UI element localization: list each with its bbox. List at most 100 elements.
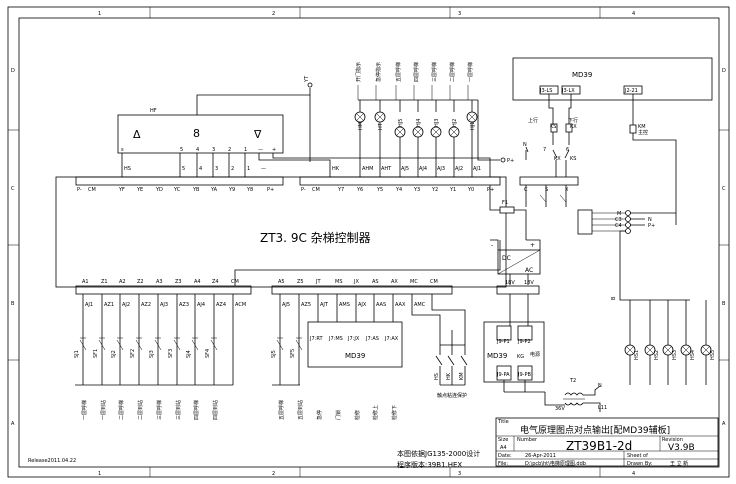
terminal-label: A4 [194,279,201,285]
terminal-label: Y3 [413,187,420,193]
terminal-label: YA [210,187,218,193]
terminal-label: Y2 [431,187,438,193]
terminal-label: P- [301,187,306,193]
converter-out [509,274,529,285]
vertical-label: 开门指示 [355,62,362,82]
md39-top-label: MD39 [572,71,592,79]
18v-wire [509,294,529,326]
wire-label: AJ1 [473,166,481,172]
terminal-label: Z1 [101,279,108,285]
f1-wire [489,185,500,211]
ac-out [503,380,545,393]
terminal-label: Y8 [246,187,253,193]
size-label: Size [498,437,508,443]
lamp-row [354,100,478,177]
f1-out [514,209,527,240]
down-wire [568,94,572,132]
terminal-label: Y7 [337,187,344,193]
contact-drop [555,160,567,177]
wire-label: 4 [199,166,202,172]
plus-label: + [530,242,535,249]
col-mark: 1 [98,471,101,477]
title-block [495,417,719,467]
row-mark: D [11,68,15,74]
kx-label: KX [570,124,577,130]
terminal-label: Y4 [395,187,402,193]
outer-frame [7,6,730,478]
vertical-label: 一层呼梯 [81,400,88,420]
top-terminal-labels-right: P- CM Y7 Y6 Y5 Y4 Y3 Y2 Y1 Y0 P+ [301,187,494,193]
row-mark: C [11,186,15,192]
wire-label: AHM [362,166,374,172]
terminal-label: A3 [156,279,163,285]
button-label: SF3 [168,349,174,358]
vertical-label: 二层到站 [137,400,144,420]
np-wire [630,218,645,226]
minus-label: - [491,242,493,249]
sheet-label: Sheet of [627,453,648,459]
wire-label: AZ1 [104,302,114,308]
transformer-wire [544,385,601,406]
vertical-label: 检修 [354,410,361,420]
l11-wire [583,402,601,412]
lamp-label: HS4 [690,350,696,360]
dc-ac-converter [497,249,541,275]
wire-label: — [261,166,266,172]
wire-label: AJ5 [282,302,290,308]
bottom-mid-vertical-labels: 五层呼梯 五层到站 急停 门锁 检修 检修上 检修下 [278,400,398,420]
wire-label: AJX [358,302,367,308]
terminal-label: S [545,187,548,193]
vertical-label: 三层呼梯 [156,400,163,420]
arrow-up-icon: Δ [133,128,141,141]
bottom-terminal-labels-mid: A5 Z5 JT MS JX AS AX MC CM [278,279,438,285]
n-label: N [523,142,527,148]
terminal-label: YE [136,187,143,193]
md39-aux-module [307,321,403,368]
terminal-label: A5 [278,279,285,285]
kx-label: KX [554,156,561,162]
vertical-label: 检修下 [391,405,398,420]
bottom-mid-drops [272,294,466,386]
pin-label: J9-P1 [496,339,510,345]
bottom-terminal-strip-left [75,285,252,295]
terminal-label: A2 [119,279,126,285]
bottom-left-drops [75,294,234,386]
pin-label: J9-P2 [517,339,531,345]
arrow-down-icon: ∇ [253,128,262,141]
f1-label: F1 [502,200,508,206]
vertical-label: 一层到站 [100,400,107,420]
drawing-number: ZT39B1-2d [566,439,632,453]
terminal-label: MS [335,279,343,285]
row-marks: D C B A D C B A [11,68,726,427]
down-label: 下行 [568,117,578,124]
wire-label: AMS [339,302,350,308]
drawn-label: Drawn By: [627,461,653,467]
vertical-label: 五层到站 [297,400,304,420]
terminal-label: CM [88,187,96,193]
terminal-label: YD [155,187,163,193]
terminal-label: Y6 [356,187,363,193]
converter-diag [497,249,541,275]
hf-drops [121,153,491,177]
lamp-label: HJ3 [434,119,440,127]
protect-label: 触点粘连保护 [437,392,467,399]
b-label: B [611,296,617,300]
hf-pin: 4 [196,147,199,153]
revision-value: V3.9B [668,443,695,453]
hf-pin: 3 [212,147,215,153]
row-mark: B [722,301,726,307]
title-label: Title [497,419,509,425]
transformer-coil [564,392,584,396]
md39-aux-label: MD39 [345,352,365,360]
lamp-feed [357,85,469,100]
hf-pin: — [258,147,263,153]
wire-label: AJ4 [419,166,427,172]
terminal-label: P+ [487,187,494,193]
lamp-labels: HM HT HJ5 HJ4 HJ3 HJ2 HJ1 [358,119,476,130]
hs-lamp-crosses [626,346,710,354]
terminal-label: YF [118,187,125,193]
up-wire [548,94,554,132]
hs-lamp-labels: HS1 HS2 HS3 HS4 HS5 [634,350,716,360]
v18-label: 18V [505,280,515,286]
